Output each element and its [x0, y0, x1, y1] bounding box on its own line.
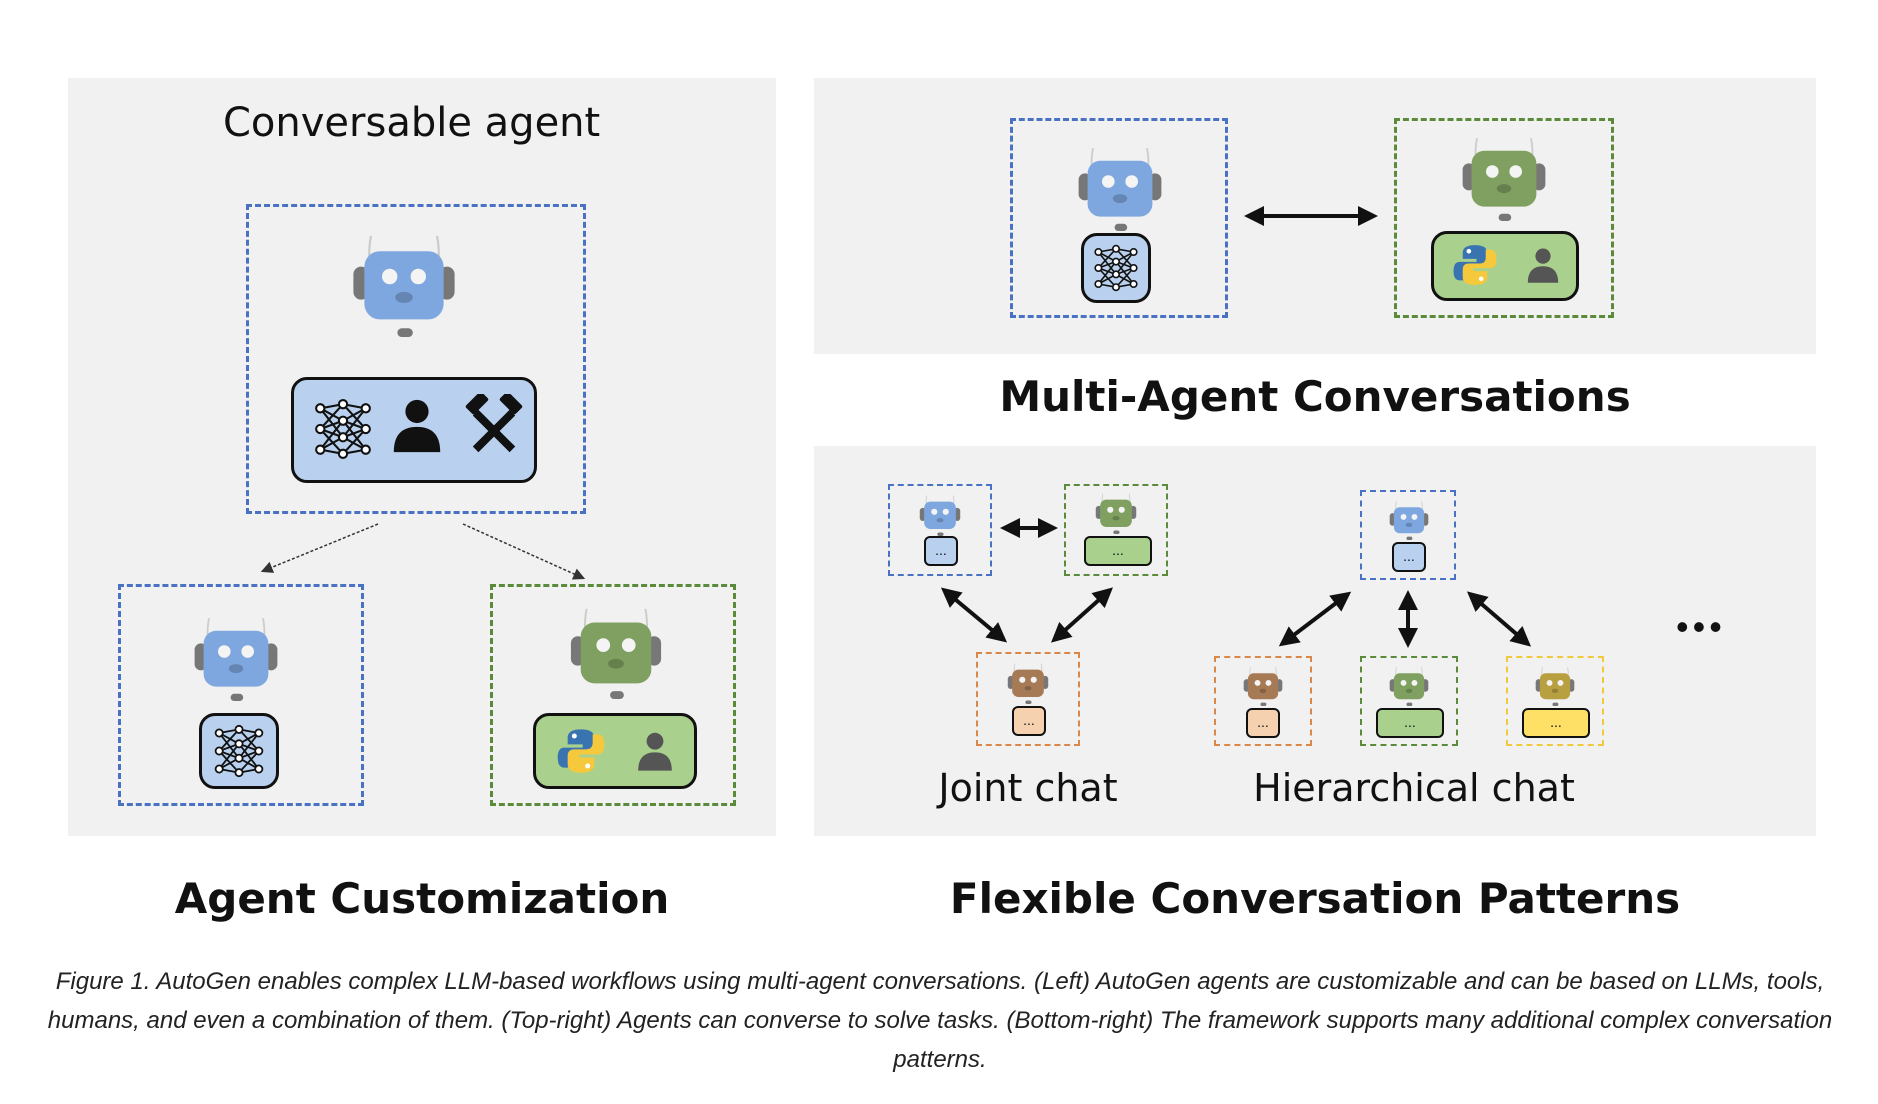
hierarchical-chat-label: Hierarchical chat	[1253, 766, 1575, 810]
pattern-arrows	[940, 518, 1532, 648]
user-proxy-capability-box	[1431, 231, 1579, 301]
hierarchical-agent-green-box: ...	[1376, 708, 1444, 738]
joint-agent-orange: ...	[976, 652, 1080, 746]
conversation-patterns-panel: ... ... ... ... ... ... ... ••• Joi	[814, 446, 1816, 836]
assistant-agent-box	[1010, 118, 1228, 318]
code-human-agent-box	[490, 584, 736, 806]
multi-agent-panel	[814, 78, 1816, 354]
customization-arrows	[260, 523, 586, 580]
joint-agent-orange-box: ...	[1012, 706, 1046, 736]
hierarchical-agent-top-box: ...	[1392, 542, 1426, 572]
figure-caption: Figure 1. AutoGen enables complex LLM-ba…	[47, 968, 1833, 1073]
multi-agent-heading: Multi-Agent Conversations	[999, 372, 1631, 421]
python-icon	[556, 726, 606, 776]
person-icon	[1524, 244, 1562, 286]
joint-chat-label: Joint chat	[938, 766, 1118, 810]
joint-agent-blue: ...	[888, 484, 992, 576]
robot-icon	[1459, 131, 1549, 221]
hierarchical-agent-yellow-box: ...	[1522, 708, 1590, 738]
joint-agent-blue-box: ...	[924, 536, 958, 566]
assistant-capability-box	[1081, 233, 1151, 303]
hierarchical-agent-top: ...	[1360, 490, 1456, 580]
hierarchical-agent-orange-box: ...	[1246, 708, 1280, 738]
capability-box	[291, 377, 537, 483]
agent-customization-panel: Conversable agent	[68, 78, 776, 836]
robot-icon	[191, 611, 281, 701]
conversable-agent-box	[246, 204, 586, 514]
double-arrow-icon	[1244, 206, 1378, 226]
robot-icon	[567, 601, 665, 699]
llm-agent-box	[118, 584, 364, 806]
more-patterns-ellipsis: •••	[1676, 606, 1726, 647]
python-icon	[1452, 242, 1498, 288]
hierarchical-agent-orange: ...	[1214, 656, 1312, 746]
conversable-agent-title: Conversable agent	[223, 100, 601, 146]
user-proxy-agent-box	[1394, 118, 1614, 318]
joint-agent-green-box: ...	[1084, 536, 1152, 566]
flexible-patterns-heading: Flexible Conversation Patterns	[949, 874, 1681, 923]
neural-network-icon	[212, 724, 266, 778]
joint-agent-green: ...	[1064, 484, 1168, 576]
person-icon	[634, 728, 676, 774]
hierarchical-agent-yellow: ...	[1506, 656, 1604, 746]
agent-customization-heading: Agent Customization	[174, 874, 670, 923]
llm-capability-box	[199, 713, 279, 789]
code-human-capability-box	[533, 713, 697, 789]
hierarchical-agent-green: ...	[1360, 656, 1458, 746]
